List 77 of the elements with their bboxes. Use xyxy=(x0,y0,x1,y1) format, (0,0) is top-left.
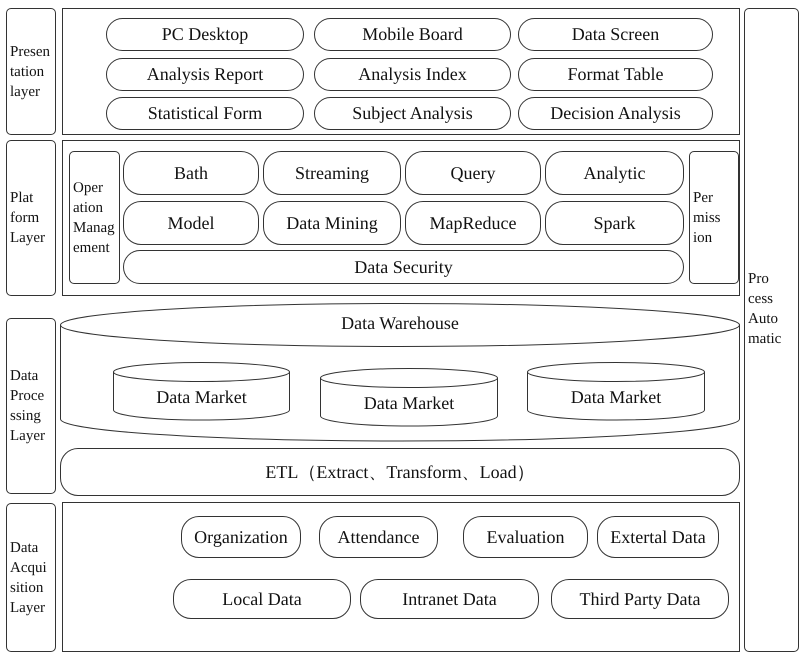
component-label: Data Screen xyxy=(572,24,660,45)
component-box xyxy=(263,151,401,195)
component-box xyxy=(123,201,259,245)
component-box xyxy=(314,58,511,91)
component-box xyxy=(314,18,511,51)
component-label: Data Market xyxy=(364,393,454,414)
component-box xyxy=(173,579,351,619)
component-box xyxy=(106,18,304,51)
layer-panel xyxy=(62,8,740,135)
component-label: Third Party Data xyxy=(580,588,700,610)
component-box xyxy=(405,201,541,245)
component-label: Model xyxy=(168,212,214,234)
component-label: Extertal Data xyxy=(610,526,706,548)
component-box xyxy=(181,516,301,558)
database-cylinder xyxy=(60,303,740,441)
component-label: Evaluation xyxy=(486,526,564,548)
layer-label-box xyxy=(6,503,56,652)
layer-name: Per miss ion xyxy=(693,188,722,248)
component-box xyxy=(545,151,684,195)
component-box xyxy=(314,97,511,130)
layer-panel xyxy=(62,140,740,296)
component-label: Streaming xyxy=(295,162,369,184)
component-box xyxy=(319,516,438,558)
component-label: Data Security xyxy=(354,256,453,278)
component-box xyxy=(551,579,729,619)
component-box xyxy=(597,516,719,558)
component-label: Organization xyxy=(194,526,288,548)
component-label: Attendance xyxy=(338,526,420,548)
component-box xyxy=(106,58,304,91)
layer-label-box xyxy=(69,151,120,284)
component-label: Mobile Board xyxy=(362,24,463,45)
component-label: Analysis Report xyxy=(146,64,264,85)
layer-panel xyxy=(62,502,740,652)
layer-name: Data Proce ssing Layer xyxy=(10,367,46,446)
layer-name: Oper ation Manag ement xyxy=(73,178,116,258)
component-box xyxy=(405,151,541,195)
component-box xyxy=(545,201,684,245)
component-label: Data Market xyxy=(156,387,247,408)
database-cylinder xyxy=(320,368,498,426)
component-box xyxy=(518,18,713,51)
side-column-box xyxy=(744,8,799,652)
component-label: ETL（Extract、Transform、Load） xyxy=(265,461,535,484)
component-box xyxy=(60,448,740,496)
component-label: Subject Analysis xyxy=(352,103,473,124)
layer-name: Plat form Layer xyxy=(10,189,46,248)
component-box xyxy=(123,151,259,195)
layer-name: Pro cess Auto matic xyxy=(748,270,782,349)
component-box xyxy=(518,58,713,91)
layer-name: Presen tation layer xyxy=(10,42,51,102)
layer-label-box xyxy=(6,318,56,494)
database-cylinder xyxy=(113,362,290,420)
component-label: Format Table xyxy=(568,64,664,85)
component-label: Analysis Index xyxy=(358,64,467,85)
component-box xyxy=(106,97,304,130)
component-box xyxy=(263,201,401,245)
component-label: MapReduce xyxy=(430,212,516,234)
component-label: Data Warehouse xyxy=(341,313,459,334)
component-box xyxy=(123,250,684,284)
component-label: Statistical Form xyxy=(148,103,262,124)
component-label: Local Data xyxy=(222,588,302,610)
layer-name: Data Acqui sition Layer xyxy=(10,538,48,618)
component-label: Analytic xyxy=(584,162,646,184)
component-box xyxy=(463,516,588,558)
component-label: Bath xyxy=(174,162,208,184)
component-label: Data Mining xyxy=(286,212,378,234)
component-label: Decision Analysis xyxy=(550,103,681,124)
component-box xyxy=(518,97,713,130)
component-label: PC Desktop xyxy=(162,24,248,45)
component-label: Spark xyxy=(594,212,636,234)
component-label: Intranet Data xyxy=(402,588,497,610)
layer-label-box xyxy=(6,140,56,296)
database-cylinder xyxy=(527,362,705,420)
component-label: Data Market xyxy=(570,387,662,408)
layer-label-box xyxy=(689,151,739,284)
component-label: Query xyxy=(450,162,496,184)
component-box xyxy=(360,579,539,619)
layer-label-box xyxy=(6,8,56,135)
